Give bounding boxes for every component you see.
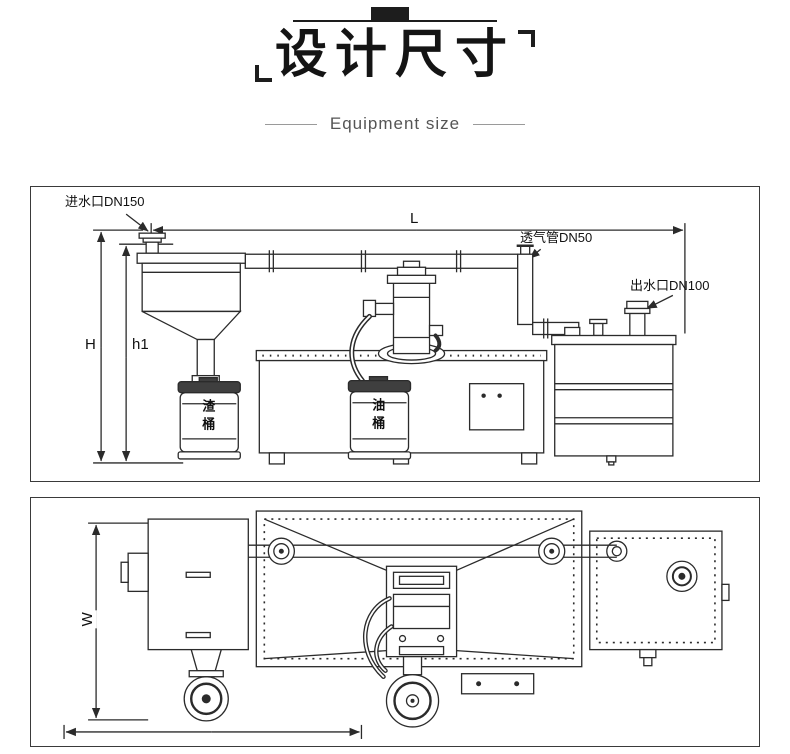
plan-center-unit	[385, 565, 458, 658]
slag-bucket-label: 渣桶	[200, 399, 216, 435]
outlet-flange-top	[666, 560, 698, 593]
outlet-riser	[629, 312, 646, 339]
dimension-lines-plan	[63, 522, 363, 739]
plan-hoses	[362, 596, 394, 679]
page-title-text: 设计尺寸	[254, 26, 536, 86]
header: 设计尺寸 Equipment size	[0, 0, 790, 170]
inlet-flange	[138, 232, 166, 239]
dim-H-label: H	[85, 336, 96, 353]
plan-right-unit	[589, 530, 730, 667]
drain-valve	[606, 455, 617, 463]
subtitle-line-right	[473, 123, 526, 125]
suction-hose	[349, 313, 442, 384]
hopper	[141, 310, 242, 341]
vent-flange-top	[606, 540, 628, 562]
access-panel	[468, 383, 525, 431]
plan-left-unit	[120, 518, 249, 722]
plan-view-drawing	[63, 510, 730, 739]
valve-port	[374, 302, 395, 316]
vent-label: 透气管DN50	[520, 230, 593, 245]
page-title: 设计尺寸	[0, 26, 790, 86]
slag-separator-unit	[136, 232, 246, 383]
inlet-label: 进水口DN150	[65, 194, 145, 209]
plan-view-panel: W	[30, 497, 760, 747]
dim-W-label: W	[78, 610, 97, 629]
dim-h1-label: h1	[131, 336, 150, 354]
oil-bucket	[347, 375, 412, 460]
overhead-pipe	[244, 244, 581, 339]
plan-pipe	[248, 537, 628, 565]
motor-box	[127, 552, 149, 593]
oil-bucket-label: 油桶	[370, 398, 386, 434]
subtitle-row: Equipment size	[0, 114, 790, 134]
plan-oil-bucket-top	[385, 655, 440, 728]
vent-stub	[520, 245, 531, 255]
outlet-label: 出水口DN100	[630, 278, 710, 293]
plan-bottom-bracket	[460, 673, 535, 695]
header-ornament-line	[293, 6, 497, 22]
header-ornament-block	[371, 7, 409, 20]
front-view-drawing	[93, 213, 686, 466]
dimension-lines-front	[93, 213, 686, 464]
cylinder-unit	[362, 260, 444, 355]
slag-bucket	[177, 376, 241, 460]
subtitle-text: Equipment size	[329, 114, 461, 133]
slag-bucket-top	[183, 676, 229, 722]
front-view-panel: 进水口DN150 L 透气管DN50 出水口DN100 H h1 渣桶 油桶	[30, 186, 760, 482]
subtitle-line-left	[264, 123, 317, 125]
dim-L-label: L	[410, 210, 419, 227]
clean-water-tank	[551, 300, 677, 466]
